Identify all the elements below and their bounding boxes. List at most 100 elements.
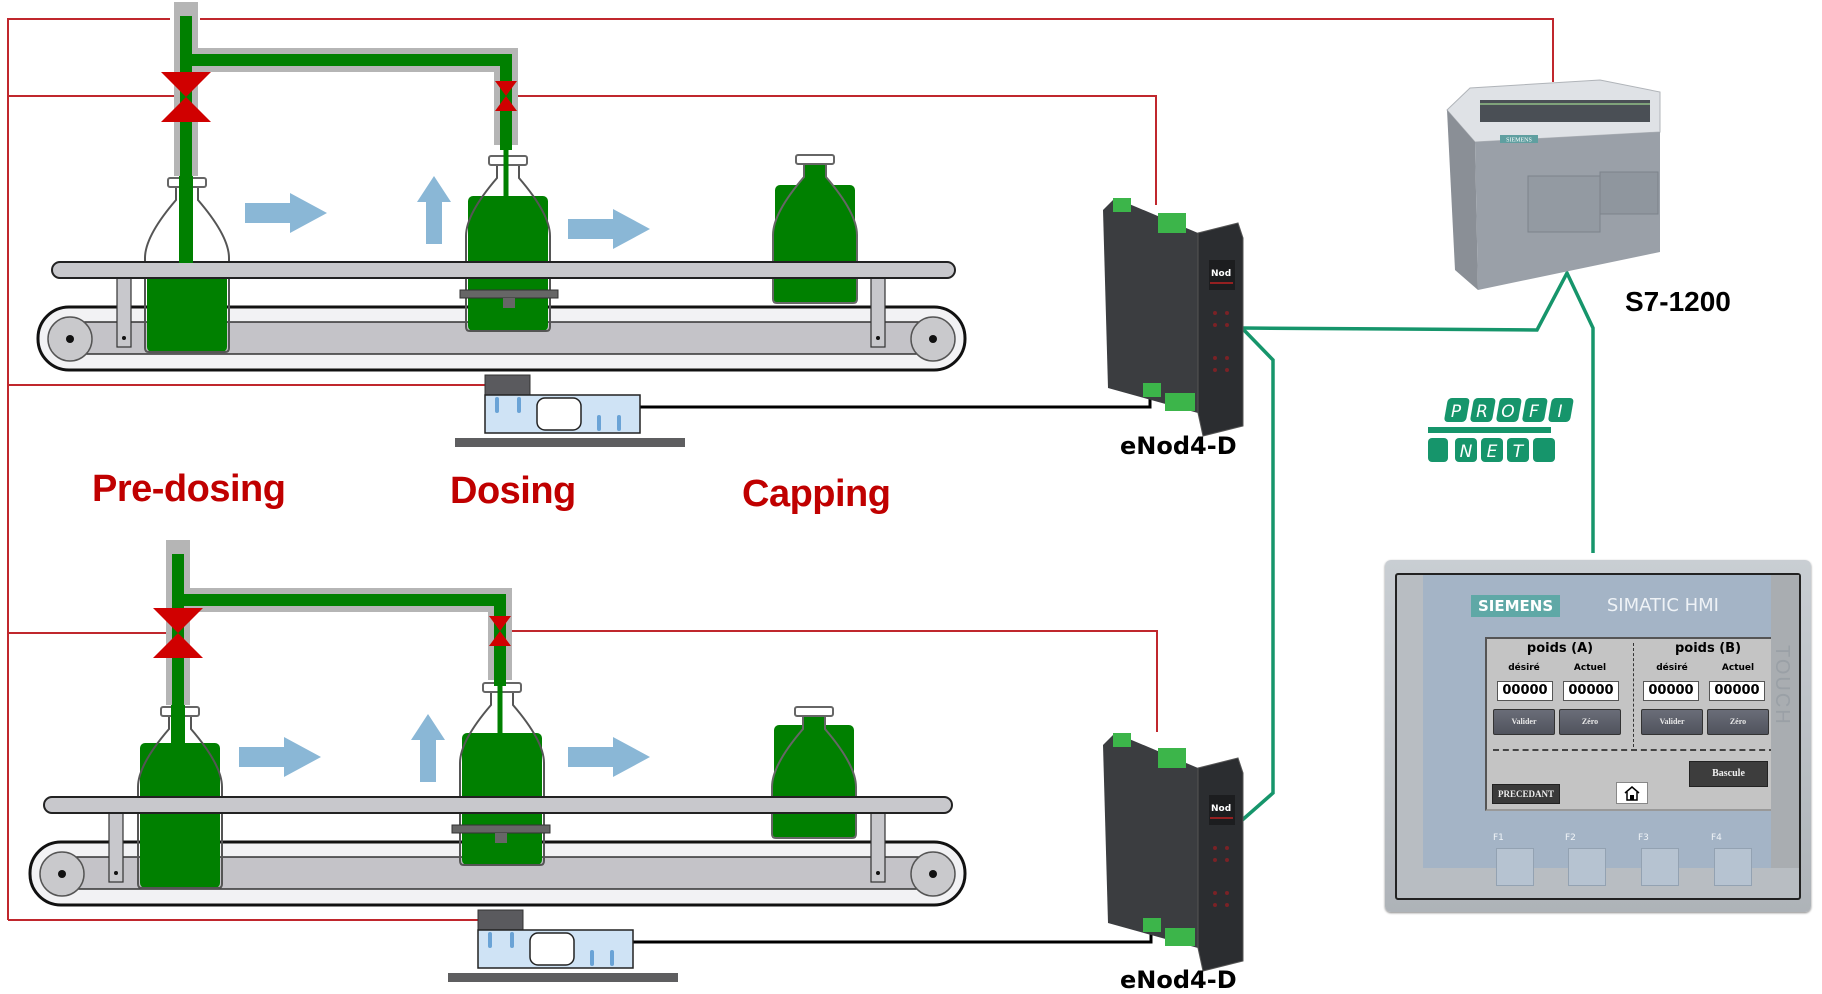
enod4-d-top[interactable]: Nod (1103, 198, 1244, 437)
enod-led (1225, 356, 1229, 360)
hmi-touch-text: TOUCH (1771, 645, 1793, 726)
load-cell-gauge (529, 932, 575, 966)
pipe-casing (174, 2, 518, 176)
bascule-button[interactable]: Bascule (1689, 761, 1768, 787)
valve-dose (489, 616, 511, 646)
setpoint-label: désiré (1508, 663, 1540, 673)
function-key-f4[interactable] (1714, 848, 1752, 886)
zero-button-a[interactable]: Zéro (1559, 709, 1621, 735)
panel-divider-horizontal (1493, 749, 1775, 751)
gear-axle (929, 870, 937, 878)
platform-stem (495, 833, 507, 843)
profinet-letter: T (1513, 442, 1525, 462)
post-bolt (876, 871, 880, 875)
validate-button-b[interactable]: Valider (1641, 709, 1703, 735)
plc-s7-1200[interactable]: SIEMENS (1446, 79, 1661, 290)
wire-top-plc (200, 18, 1554, 82)
validate-button-a[interactable]: Valider (1493, 709, 1555, 735)
load-cell-screw (597, 415, 601, 431)
actual-label: Actuel (1573, 663, 1607, 673)
bottle-cap-ring (795, 154, 835, 165)
wire-valve-dose-bottom (510, 630, 1158, 732)
bottle-outline (459, 691, 545, 866)
hmi-bezel: SIEMENS SIMATIC HMI poids (A) désiré Act… (1395, 573, 1801, 900)
weight-panel-title: poids (A) (1526, 641, 1594, 656)
bottle-outline (144, 186, 230, 353)
actual-field-a: 00000 (1563, 681, 1619, 701)
profinet-bus-bar (1428, 427, 1551, 433)
valve-predose (153, 608, 203, 658)
enod-terminal-bottom (1165, 393, 1195, 411)
function-key-f2[interactable] (1568, 848, 1606, 886)
platform-stem (503, 298, 515, 308)
profinet-key (1548, 398, 1574, 422)
actual-label: Actuel (1721, 663, 1755, 673)
guide-rail (43, 796, 953, 814)
load-cell-screw (590, 950, 594, 966)
enod-terminal-bottom-left (1143, 918, 1161, 932)
enod-terminal-bottom-left (1143, 383, 1161, 397)
load-cell-screw (510, 932, 514, 948)
load-cell-pad (484, 374, 531, 396)
profinet-letter: F (1529, 402, 1539, 422)
fkey-label-f2: F2 (1565, 833, 1576, 843)
load-cell-screw (610, 950, 614, 966)
profinet-key (1444, 398, 1470, 422)
setpoint-field-a[interactable]: 00000 (1497, 681, 1553, 701)
enod-led (1213, 846, 1217, 850)
load-cell-screw (488, 932, 492, 948)
enod-body (1103, 198, 1198, 413)
enod-led (1225, 858, 1229, 862)
enod-terminal-bottom (1165, 928, 1195, 946)
enod-logo-text: Nod (1211, 269, 1231, 279)
valve-predose (161, 72, 211, 122)
plc-terminal-row (1480, 100, 1650, 122)
enod-led (1225, 311, 1229, 315)
filling-line-top (36, 2, 967, 447)
stage-label-capping: Capping (742, 473, 891, 515)
enod-led (1225, 891, 1229, 895)
pipe-liquid (180, 16, 512, 176)
profinet-letter: I (1557, 402, 1562, 422)
hmi-face: SIEMENS SIMATIC HMI poids (A) désiré Act… (1423, 575, 1783, 886)
enod-led (1213, 323, 1217, 327)
hmi-model: SIMATIC HMI (1606, 595, 1719, 616)
previous-button[interactable]: PRECEDANT (1492, 784, 1560, 804)
gear-axle (58, 870, 66, 878)
hmi-touch-strip: TOUCH (1771, 575, 1799, 868)
flow-arrow-up (417, 176, 451, 244)
plc-brand-plate (1500, 135, 1538, 143)
enod-bottom-label: eNod4-D (1120, 966, 1237, 994)
setpoint-field-b[interactable]: 00000 (1643, 681, 1699, 701)
profinet-key (1470, 398, 1496, 422)
enod-terminal-top (1158, 748, 1186, 768)
filling-line-bottom (28, 540, 967, 982)
flow-arrow-up (411, 714, 445, 782)
enod4-d-bottom[interactable]: Nod (1103, 733, 1244, 972)
plc-brand: SIEMENS (1506, 138, 1532, 144)
enod-led (1213, 311, 1217, 315)
fkey-label-f1: F1 (1493, 833, 1504, 843)
enod-led (1225, 846, 1229, 850)
profinet-key (1507, 438, 1529, 462)
profinet-enod-top-to-plc (1241, 269, 1595, 553)
function-key-f1[interactable] (1496, 848, 1534, 886)
pipe-liquid (172, 554, 506, 705)
function-key-f3[interactable] (1641, 848, 1679, 886)
load-cell-gauge (536, 397, 582, 431)
post-bolt (114, 871, 118, 875)
gear-axle (929, 335, 937, 343)
weighing-platform (451, 824, 551, 834)
home-button[interactable] (1616, 782, 1648, 804)
liquid-fill (140, 743, 220, 888)
profinet-network (1238, 269, 1595, 824)
guide-rail (51, 261, 956, 279)
cable-bottom (632, 920, 1153, 944)
enod-terminal-top-left (1113, 733, 1131, 747)
zero-button-b[interactable]: Zéro (1707, 709, 1769, 735)
profinet-letter: N (1460, 442, 1473, 462)
plc-label: S7-1200 (1625, 286, 1731, 317)
post-bolt (876, 336, 880, 340)
